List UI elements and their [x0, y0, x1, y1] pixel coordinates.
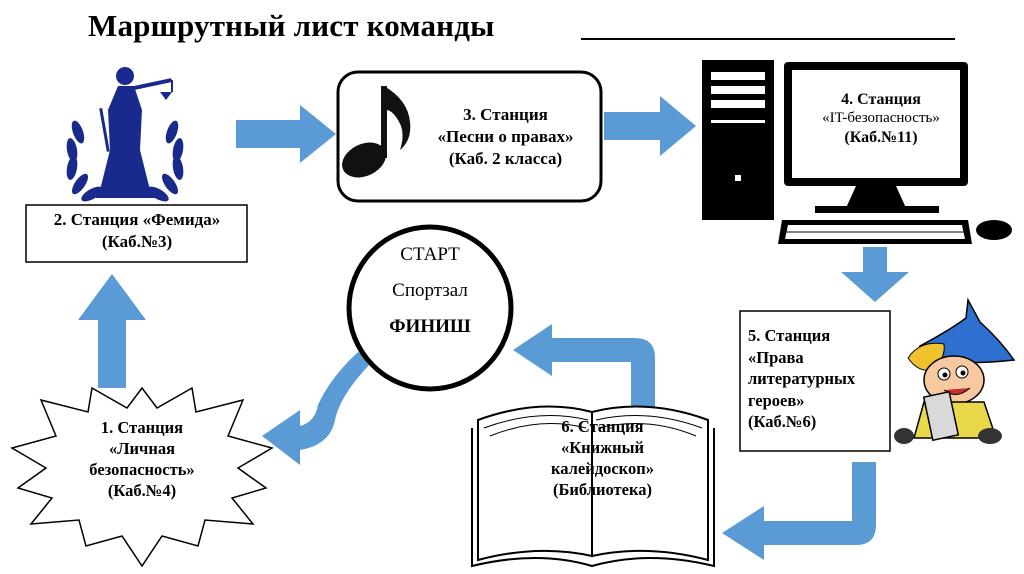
station-1-label: 1. Станция «Личная безопасность» (Каб.№4…: [67, 417, 217, 501]
arrow-2-to-3: [236, 105, 336, 163]
station-6-line: 6. Станция: [561, 417, 644, 436]
station-5-line: «Права: [748, 347, 804, 367]
computer-icon: [702, 60, 1012, 244]
station-1-star: [10, 386, 274, 568]
station-3-line: (Каб. 2 класса): [448, 149, 563, 168]
station-5-label: 5. Станция «Права литературных героев» (…: [748, 325, 893, 433]
arrow-6-to-finish: [513, 324, 655, 412]
station-4-label: 4. Станция «IT-безопасность» (Каб.№11): [792, 90, 970, 147]
start-line: СТАРТ: [400, 244, 460, 265]
station-4-line: (Каб.№11): [844, 129, 918, 146]
station-4-line: «IT-безопасность»: [822, 110, 940, 126]
station-3-line: «Песни о правах»: [437, 127, 574, 146]
arrow-1-to-2: [78, 274, 146, 388]
cartoon-boy-icon: [894, 297, 1016, 444]
start-finish-label: СТАРТ Спортзал ФИНИШ: [360, 244, 500, 352]
station-4-line: 4. Станция: [841, 91, 921, 108]
station-1-line: безопасность»: [89, 460, 195, 479]
station-6-line: (Библиотека): [553, 480, 652, 499]
station-6-line: «Книжный: [560, 438, 645, 457]
station-5-line: 5. Станция: [748, 326, 831, 345]
page-title: Маршрутный лист команды: [88, 8, 495, 43]
station-2-label: 2. Станция «Фемида» (Каб.№3): [30, 209, 244, 253]
station-5-line: литературных: [748, 369, 856, 388]
station-6-line: калейдоскоп»: [551, 459, 654, 478]
station-1-line: (Каб.№4): [107, 481, 177, 500]
station-3-line: 3. Станция: [463, 105, 548, 124]
station-6-label: 6. Станция «Книжный калейдоскоп» (Библио…: [525, 416, 680, 500]
finish-line: ФИНИШ: [389, 316, 471, 337]
station-5-line: (Каб.№6): [748, 412, 817, 431]
start-finish-circle: [346, 224, 514, 392]
title-underline: [581, 38, 955, 40]
station-5-line: героев»: [748, 390, 805, 410]
station-1-line: «Личная: [108, 439, 176, 458]
themis-icon: [66, 67, 184, 202]
station-2-line: (Каб.№3): [101, 232, 173, 251]
station-5-box: [739, 310, 891, 452]
station-2-line: 2. Станция «Фемида»: [53, 210, 221, 229]
gym-line: Спортзал: [392, 280, 468, 301]
station-3-label: 3. Станция «Песни о правах» (Каб. 2 клас…: [418, 104, 593, 170]
station-2-box: [25, 204, 248, 263]
arrow-5-to-6: [722, 462, 876, 560]
arrow-3-to-4: [604, 96, 696, 156]
station-1-line: 1. Станция: [100, 418, 184, 437]
arrow-4-to-5: [841, 247, 909, 302]
arrow-start-to-1: [262, 352, 372, 465]
music-note-icon: [342, 86, 411, 178]
book-icon: [471, 405, 715, 568]
